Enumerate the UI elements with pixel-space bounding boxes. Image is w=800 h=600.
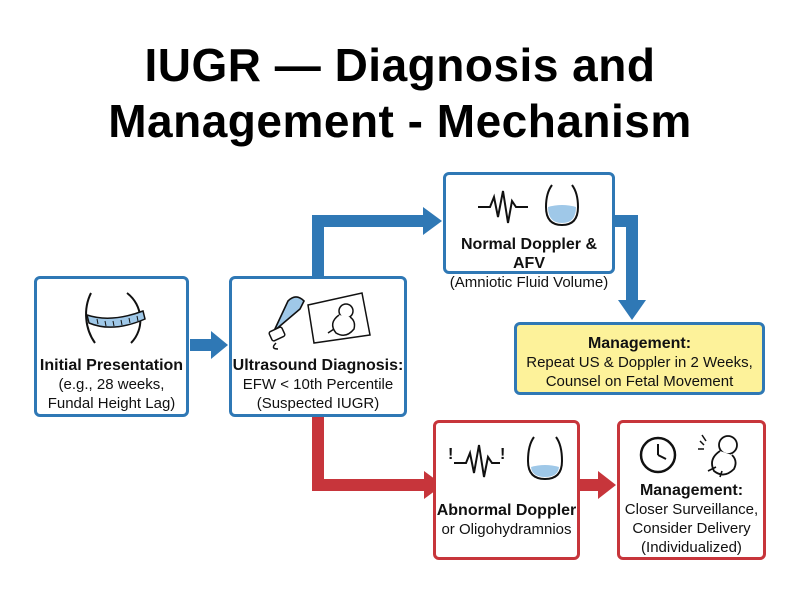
ultrasound-line-3: (Suspected IUGR) [256,395,380,412]
node-management-abnormal: Management: Closer Surveillance, Conside… [617,420,766,560]
abnormal-line-2: or Oligohydramnios [441,521,572,538]
arrow-normal-to-management [613,215,646,320]
clock-icon [639,436,677,474]
management-normal-line-2: Repeat US & Doppler in 2 Weeks, [526,354,753,371]
management-normal-heading: Management: [587,335,692,352]
normal-line-2: (Amniotic Fluid Volume) [449,274,609,291]
abnormal-doppler-waveform-icon: ! ! [448,444,505,478]
ultrasound-line-2: EFW < 10th Percentile [242,376,394,393]
low-fluid-icon [526,436,564,481]
management-normal-line-3: Counsel on Fetal Movement [545,373,734,390]
node-initial-presentation: Initial Presentation (e.g., 28 weeks, Fu… [34,276,189,417]
diagram-title-line-2: Management - Mechanism [108,95,692,147]
amniotic-fluid-icon [544,184,580,227]
initial-line-3: Fundal Height Lag) [47,395,176,412]
management-abnormal-heading: Management: [639,482,744,499]
svg-text:!: ! [500,446,505,463]
doppler-waveform-icon [478,190,528,224]
management-abnormal-line-2: Closer Surveillance, [624,501,759,518]
abnormal-heading: Abnormal Doppler [436,502,577,519]
initial-line-2: (e.g., 28 weeks, [58,376,165,393]
arrow-initial-to-ultrasound [190,331,228,359]
diagram-title-line-1: IUGR — Diagnosis and [144,39,656,91]
svg-text:!: ! [448,446,453,463]
initial-heading: Initial Presentation [39,357,184,374]
ultrasound-heading: Ultrasound Diagnosis: [232,357,404,374]
arrow-ultrasound-to-normal [312,207,442,277]
node-abnormal-doppler: ! ! Abnormal Doppler or Oligohydramnios [433,420,580,560]
node-management-normal: Management: Repeat US & Doppler in 2 Wee… [514,322,765,395]
normal-heading: Normal Doppler & AFV [460,236,597,272]
node-normal-doppler: Normal Doppler & AFV (Amniotic Fluid Vol… [443,172,615,291]
ultrasound-fetus-icon [268,292,371,350]
measuring-tape-abdomen-icon [85,292,146,344]
arrow-ultrasound-to-abnormal [312,417,443,499]
arrow-abnormal-to-management [578,471,616,499]
node-ultrasound-diagnosis: Ultrasound Diagnosis: EFW < 10th Percent… [229,276,407,417]
fetus-icon [698,434,738,478]
management-abnormal-line-3: Consider Delivery [632,520,751,537]
management-abnormal-line-4: (Individualized) [641,539,742,556]
